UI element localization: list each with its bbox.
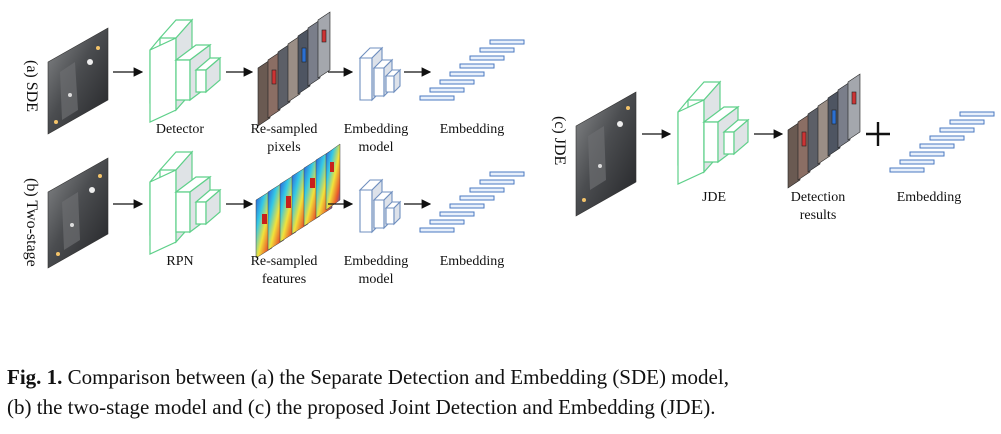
caption-prefix: Fig. 1. — [7, 365, 63, 389]
label-jde: JDE — [701, 190, 727, 205]
sde-input-frame — [47, 27, 109, 135]
two-stage-embedding-bars — [419, 171, 525, 233]
label-two-stage-embedding-model: Embedding model — [343, 254, 409, 287]
figure-graphic — [47, 11, 995, 269]
jde-detection-results — [787, 73, 861, 189]
jde-network-block — [677, 80, 750, 185]
label-two-stage-embedding: Embedding — [439, 254, 505, 269]
figure-caption: Fig. 1. Comparison between (a) the Separ… — [7, 362, 999, 422]
sde-detector-block — [149, 18, 222, 123]
label-sde-embedding-model: Embedding model — [343, 122, 409, 155]
plus-icon — [866, 122, 890, 146]
label-rpn: RPN — [166, 254, 194, 269]
two-stage-rpn-block — [149, 150, 222, 255]
row-label-sde: (a) SDE — [23, 60, 40, 112]
sde-embedding-model-block — [358, 46, 402, 102]
jde-embedding-bars — [889, 111, 995, 173]
two-stage-embedding-model-block — [358, 178, 402, 234]
figure: (a) SDE (b) Two-stage (c) JDE Detector R… — [23, 11, 995, 287]
two-stage-resampled-features — [255, 143, 341, 259]
label-jde-embedding: Embedding — [896, 190, 962, 205]
caption-line-1: Comparison between (a) the Separate Dete… — [62, 365, 729, 389]
label-detection-results: Detection results — [790, 190, 846, 223]
sde-embedding-bars — [419, 39, 525, 101]
row-label-two-stage: (b) Two-stage — [23, 178, 40, 267]
sde-resampled-pixels — [257, 11, 331, 127]
label-resampled-features: Re-sampled features — [250, 254, 318, 287]
label-sde-embedding: Embedding — [439, 122, 505, 137]
row-label-jde: (c) JDE — [551, 116, 568, 166]
caption-line-2: (b) the two-stage model and (c) the prop… — [7, 395, 716, 419]
label-resampled-pixels: Re-sampled pixels — [250, 122, 318, 155]
jde-input-frame — [575, 91, 637, 217]
label-detector: Detector — [155, 122, 205, 137]
two-stage-input-frame — [47, 157, 109, 269]
